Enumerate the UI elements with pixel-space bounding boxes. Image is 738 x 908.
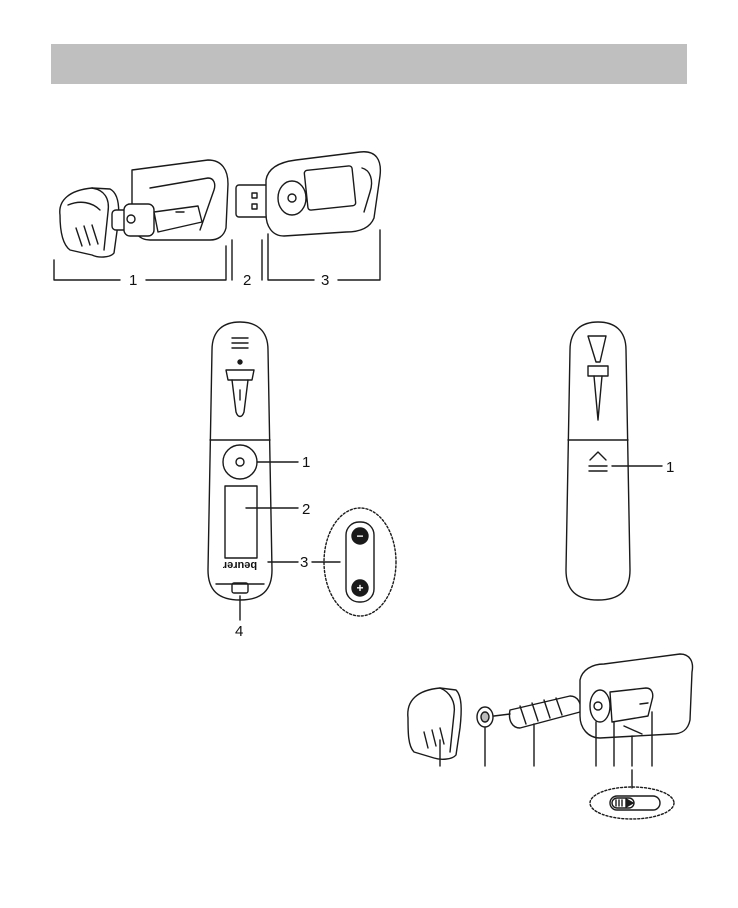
label-3-a: 3 — [321, 272, 329, 289]
display-illustration — [225, 486, 257, 558]
slider-zoom-detail — [590, 787, 674, 819]
nozzle-unit-illustration — [112, 160, 228, 240]
label-1-b: 1 — [302, 454, 310, 471]
minus-symbol: − — [356, 529, 363, 543]
label-2-b: 2 — [302, 501, 310, 518]
power-button-illustration — [223, 445, 257, 479]
plus-symbol: + — [356, 581, 363, 595]
figure-device-back: 1 — [566, 322, 674, 600]
figure-device-front: beurer 1 2 3 4 − + — [208, 322, 396, 640]
figure-parts-disassembly — [408, 654, 693, 819]
figure-exploded-device: 1 2 3 — [54, 152, 380, 289]
label-4-b: 4 — [235, 623, 243, 640]
label-1-a: 1 — [129, 272, 137, 289]
label-3-b: 3 — [300, 554, 308, 571]
brand-logo-text: beurer — [222, 559, 257, 571]
label-1-c: 1 — [666, 459, 674, 476]
cap-illustration — [60, 188, 119, 257]
main-body-usb-illustration — [236, 152, 380, 236]
label-2-a: 2 — [243, 272, 251, 289]
